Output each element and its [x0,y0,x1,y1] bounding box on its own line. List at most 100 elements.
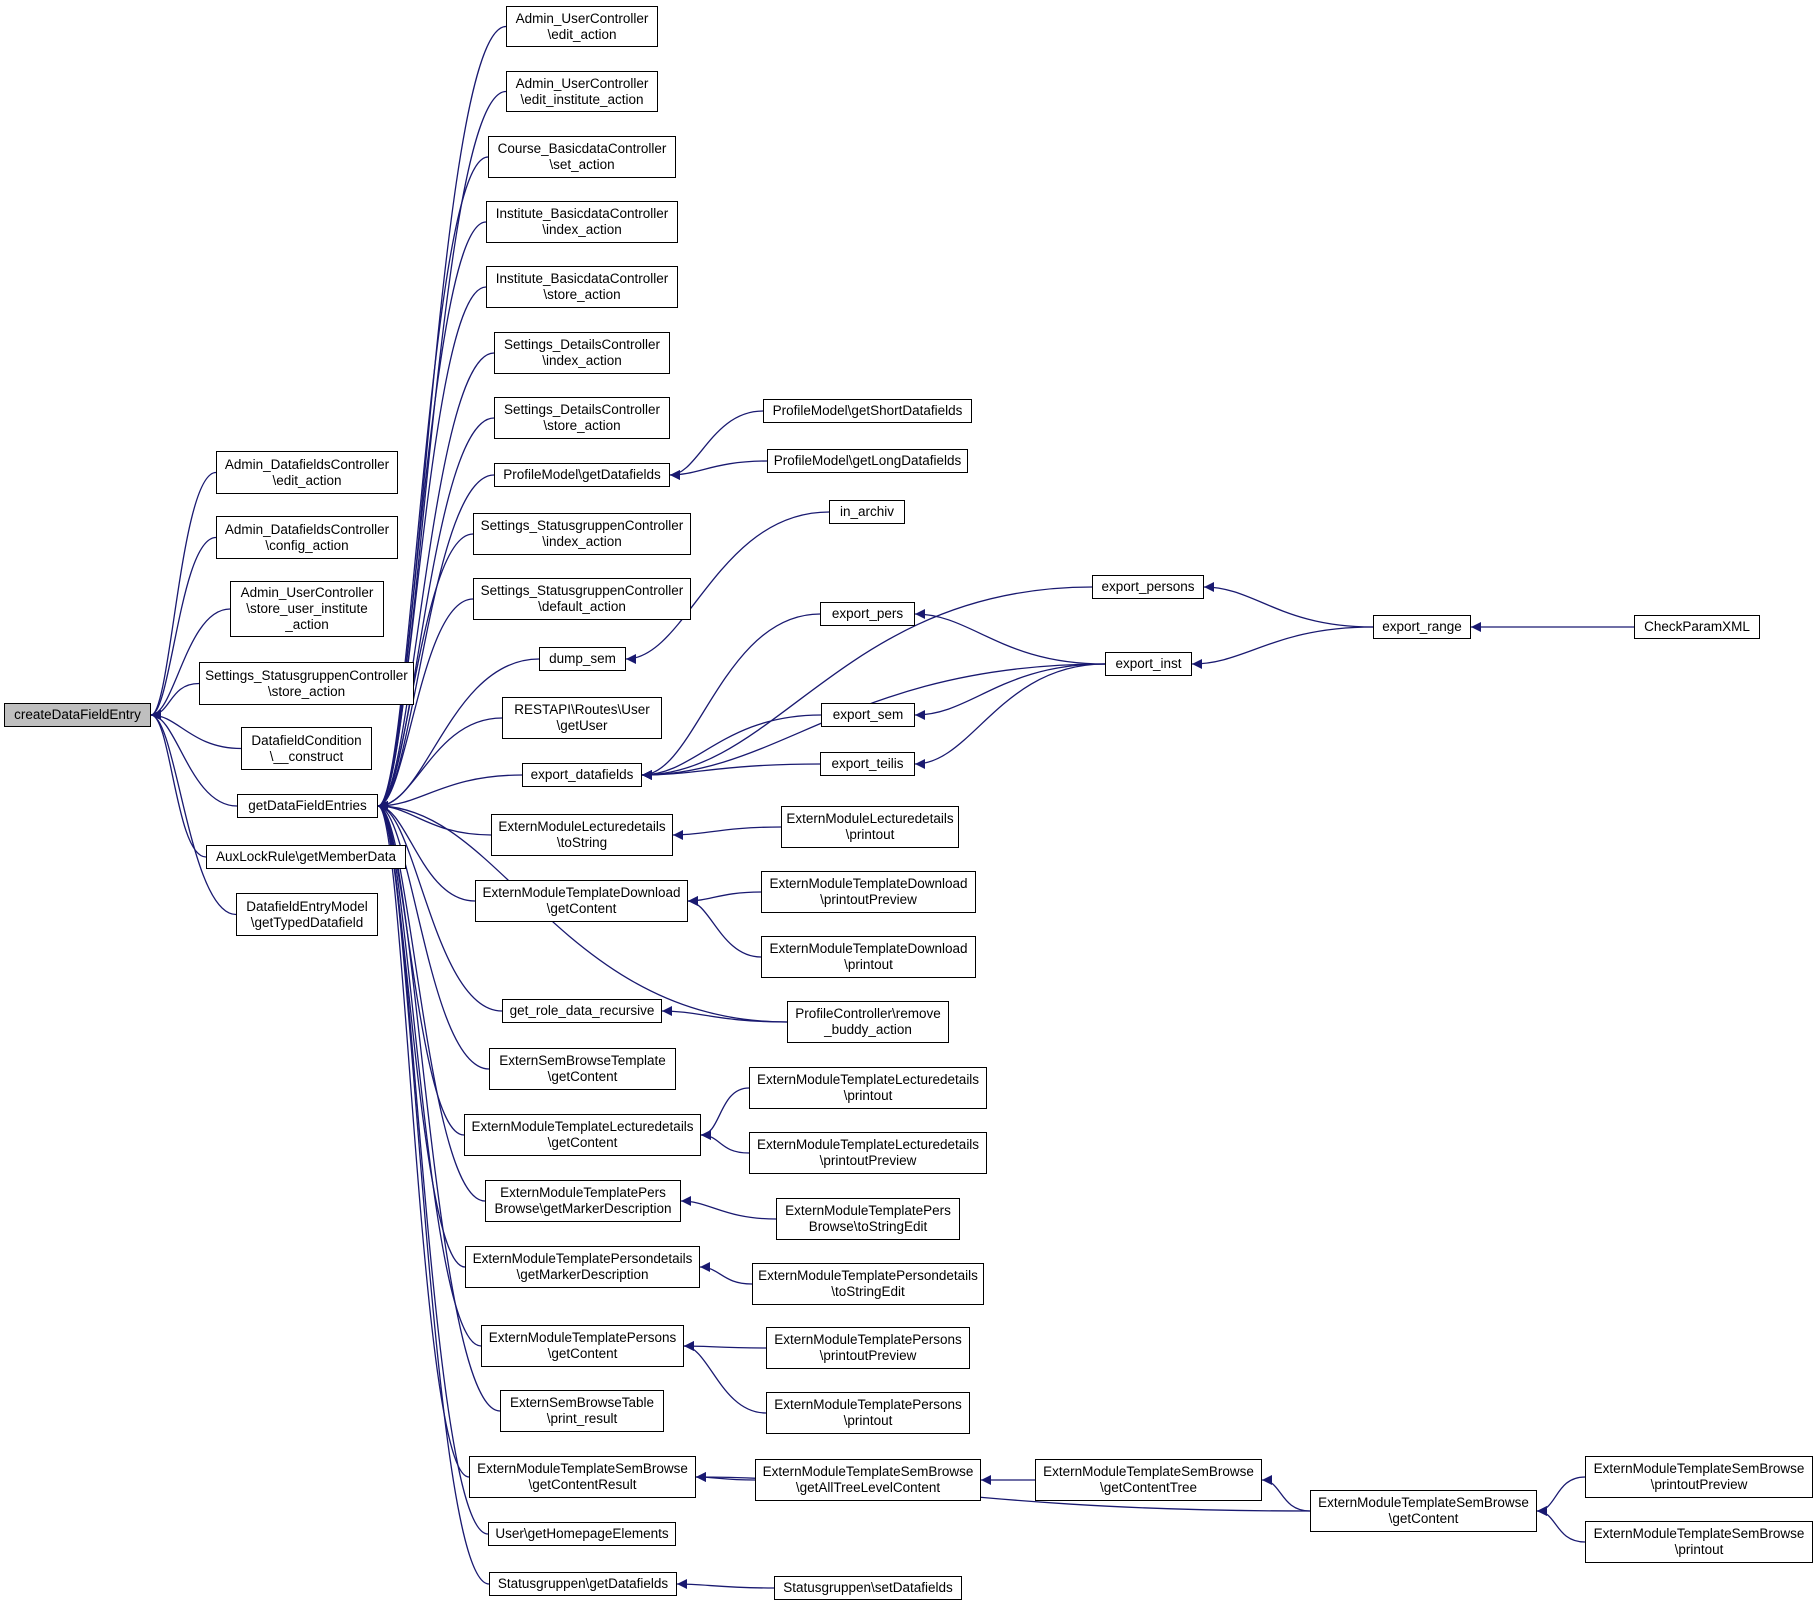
node-emtd-getcontent[interactable]: ExternModuleTemplateDownload\getContent [475,880,688,922]
node-sdc-index[interactable]: Settings_DetailsController\index_action [494,332,670,374]
node-label-line: ExternModuleTemplatePersons [774,1332,962,1347]
node-sgc-index[interactable]: Settings_StatusgruppenController\index_a… [473,513,691,555]
node-role-data[interactable]: get_role_data_recursive [502,999,662,1023]
node-label-line: ExternSemBrowseTable [509,1395,655,1410]
edge-emtd-printout-to-emtd-getcontent [687,896,762,958]
node-emtsb-alltree[interactable]: ExternModuleTemplateSemBrowse\getAllTree… [755,1459,981,1501]
node-emld-printout[interactable]: ExternModuleLecturedetails\printout [781,806,959,848]
node-auc-edit[interactable]: Admin_UserController\edit_action [506,6,658,47]
node-esbtab-print[interactable]: ExternSemBrowseTable\print_result [500,1390,664,1432]
node-label-line: \__construct [269,748,344,764]
node-label-line: ExternModuleTemplatePersons [774,1397,962,1412]
node-user-home[interactable]: User\getHomepageElements [488,1522,676,1546]
node-label-line: ProfileModel\getLongDatafields [773,453,962,468]
node-emtl-preview[interactable]: ExternModuleTemplateLecturedetails\print… [749,1132,987,1174]
node-label-line: User\getHomepageElements [495,1526,669,1541]
node-cbc-set[interactable]: Course_BasicdataController\set_action [488,136,676,178]
node-export-range[interactable]: export_range [1373,615,1471,639]
node-export-sem[interactable]: export_sem [821,703,915,727]
node-pm-getdf[interactable]: ProfileModel\getDatafields [494,463,670,487]
node-emtp-preview[interactable]: ExternModuleTemplatePersons\printoutPrev… [766,1327,970,1369]
node-auc-store[interactable]: Admin_UserController\store_user_institut… [230,581,384,637]
node-getDFE[interactable]: getDataFieldEntries [237,794,378,818]
node-sgc-default[interactable]: Settings_StatusgruppenController\default… [473,578,691,620]
node-root[interactable]: createDataFieldEntry [4,703,151,727]
node-emtsb-result[interactable]: ExternModuleTemplateSemBrowse\getContent… [469,1456,696,1498]
node-auxlock[interactable]: AuxLockRule\getMemberData [206,845,406,869]
node-label-line: _buddy_action [824,1022,912,1037]
edge-sgc-store-to-root [150,682,200,720]
edge-pm-long-to-pm-getdf [669,460,768,480]
node-label-line: Settings_DetailsController [503,337,661,352]
node-label-line: Settings_StatusgruppenController [480,583,684,598]
node-sdc-store[interactable]: Settings_DetailsController\store_action [494,397,670,439]
node-adf-edit[interactable]: Admin_DatafieldsController\edit_action [216,451,398,494]
node-label-line: ProfileModel\getDatafields [503,467,661,482]
node-label-line: DatafieldCondition [251,732,362,748]
node-in-archiv[interactable]: in_archiv [829,500,905,524]
node-emtsb-preview[interactable]: ExternModuleTemplateSemBrowse\printoutPr… [1585,1456,1813,1498]
node-export-pers[interactable]: export_pers [820,602,915,626]
node-sg-getdf[interactable]: Statusgruppen\getDatafields [489,1572,677,1596]
node-emtsb-tree[interactable]: ExternModuleTemplateSemBrowse\getContent… [1035,1459,1262,1501]
node-label-line: \getAllTreeLevelContent [795,1480,941,1495]
node-label-line: \printoutPreview [819,1153,917,1168]
node-adf-config[interactable]: Admin_DatafieldsController\config_action [216,516,398,559]
node-emtpd-marker[interactable]: ExternModuleTemplatePersondetails\getMar… [465,1246,700,1288]
node-label-line: export_persons [1101,579,1195,594]
node-label-line: Browse\getMarkerDescription [494,1201,672,1216]
node-label-line: in_archiv [839,504,895,519]
edge-adf-config-to-root [150,536,217,720]
node-label-line: \edit_action [547,26,617,42]
node-label-line: ExternModuleLecturedetails [786,811,954,826]
node-emtd-preview[interactable]: ExternModuleTemplateDownload\printoutPre… [761,871,976,913]
edge-auxlock-to-root [150,710,207,858]
node-rest-user[interactable]: RESTAPI\Routes\User\getUser [502,697,662,739]
node-sg-setdf[interactable]: Statusgruppen\setDatafields [774,1576,962,1600]
node-emtpd-tostring[interactable]: ExternModuleTemplatePersondetails\toStri… [752,1263,984,1305]
node-pc-remove[interactable]: ProfileController\remove_buddy_action [787,1001,949,1043]
node-label-line: \getMarkerDescription [516,1267,649,1282]
edge-ibc-index-to-getDFE [377,221,487,811]
node-sgc-store[interactable]: Settings_StatusgruppenController\store_a… [199,662,414,705]
node-emld-tostring[interactable]: ExternModuleLecturedetails\toString [491,814,673,856]
node-label-line: ExternModuleTemplateDownload [769,876,968,891]
node-ibc-index[interactable]: Institute_BasicdataController\index_acti… [486,201,678,243]
edge-export-inst-to-export-pers [914,609,1106,665]
node-pm-short[interactable]: ProfileModel\getShortDatafields [763,399,972,423]
node-label-line: ExternSemBrowseTemplate [499,1053,666,1068]
node-ibc-store[interactable]: Institute_BasicdataController\store_acti… [486,266,678,308]
node-label-line: \config_action [265,537,349,553]
node-emtl-printout[interactable]: ExternModuleTemplateLecturedetails\print… [749,1067,987,1109]
node-esbt-getcontent[interactable]: ExternSemBrowseTemplate\getContent [489,1048,676,1090]
node-dfc-construct[interactable]: DatafieldCondition\__construct [241,727,372,770]
edge-dfc-construct-to-root [150,710,242,750]
node-label-line: ExternModuleTemplateSemBrowse [1593,1526,1805,1541]
node-emtp-printout[interactable]: ExternModuleTemplatePersons\printout [766,1392,970,1434]
edge-export-inst-to-export-sem [914,663,1106,720]
node-label-line: export_sem [832,707,904,722]
node-export-df[interactable]: export_datafields [522,763,642,787]
node-auc-edit-inst[interactable]: Admin_UserController\edit_institute_acti… [506,71,658,112]
node-label-line: ExternModuleTemplateSemBrowse [1043,1464,1254,1479]
node-emtp-getcontent[interactable]: ExternModuleTemplatePersons\getContent [481,1325,684,1367]
node-pm-long[interactable]: ProfileModel\getLongDatafields [767,449,968,473]
node-export-inst[interactable]: export_inst [1105,652,1192,676]
node-export-teilis[interactable]: export_teilis [820,752,915,776]
edge-emtpb-tostring-to-emtpb-marker [680,1196,777,1220]
edge-emtd-preview-to-emtd-getcontent [687,891,762,906]
node-export-persons[interactable]: export_persons [1092,575,1204,599]
node-emtsb-getcontent[interactable]: ExternModuleTemplateSemBrowse\getContent [1310,1490,1537,1532]
edge-export-persons-to-export-df [641,586,1093,780]
node-dfem[interactable]: DatafieldEntryModel\getTypedDatafield [236,893,378,936]
node-emtl-getcontent[interactable]: ExternModuleTemplateLecturedetails\getCo… [464,1114,701,1156]
node-emtd-printout[interactable]: ExternModuleTemplateDownload\printout [761,936,976,978]
edge-getDFE-to-root [150,710,238,807]
node-dump-sem[interactable]: dump_sem [539,647,626,671]
node-emtsb-printout[interactable]: ExternModuleTemplateSemBrowse\printout [1585,1521,1813,1563]
node-label-line: ExternModuleLecturedetails [498,819,666,834]
node-checkparam[interactable]: CheckParamXML [1634,615,1760,639]
node-label-line: \toString [556,835,608,850]
